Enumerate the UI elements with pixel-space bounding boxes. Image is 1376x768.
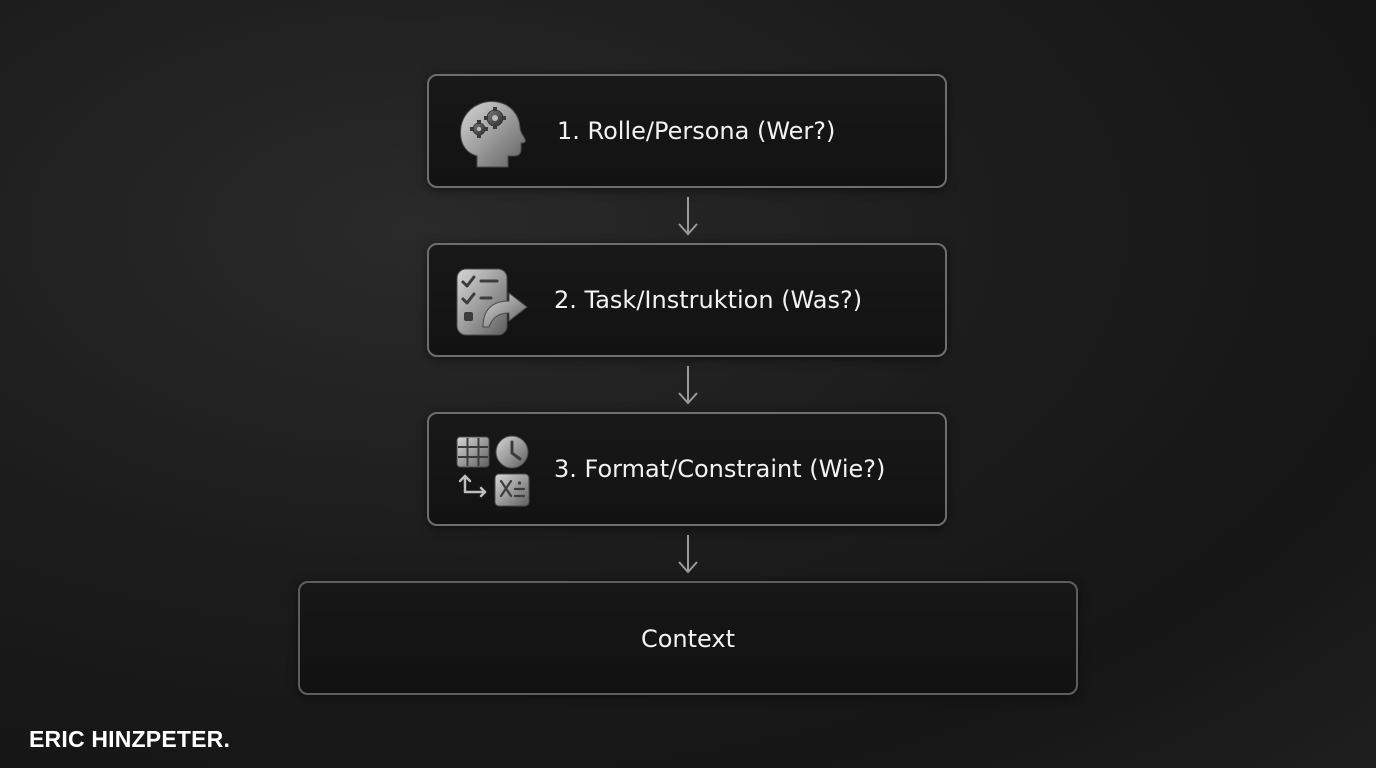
step-box-format-constraint: 3. Format/Constraint (Wie?) (427, 412, 947, 526)
format-grid-clock-icon (456, 435, 530, 507)
step-box-rolle-persona: 1. Rolle/Persona (Wer?) (427, 74, 947, 188)
step-label-task-instruktion: 2. Task/Instruktion (Was?) (554, 286, 863, 314)
brand-logo-text: ERIC HINZPETER. (29, 726, 231, 752)
head-gears-icon (460, 101, 526, 168)
step-box-task-instruktion: 2. Task/Instruktion (Was?) (427, 243, 947, 357)
down-arrow-icon (678, 197, 698, 236)
step-label-format-constraint: 3. Format/Constraint (Wie?) (554, 455, 886, 483)
down-arrow-icon (678, 366, 698, 405)
step-label-rolle-persona: 1. Rolle/Persona (Wer?) (557, 117, 836, 145)
context-box: Context (298, 581, 1078, 695)
context-label: Context (640, 625, 736, 653)
checklist-arrow-icon (456, 268, 528, 336)
down-arrow-icon (678, 535, 698, 574)
